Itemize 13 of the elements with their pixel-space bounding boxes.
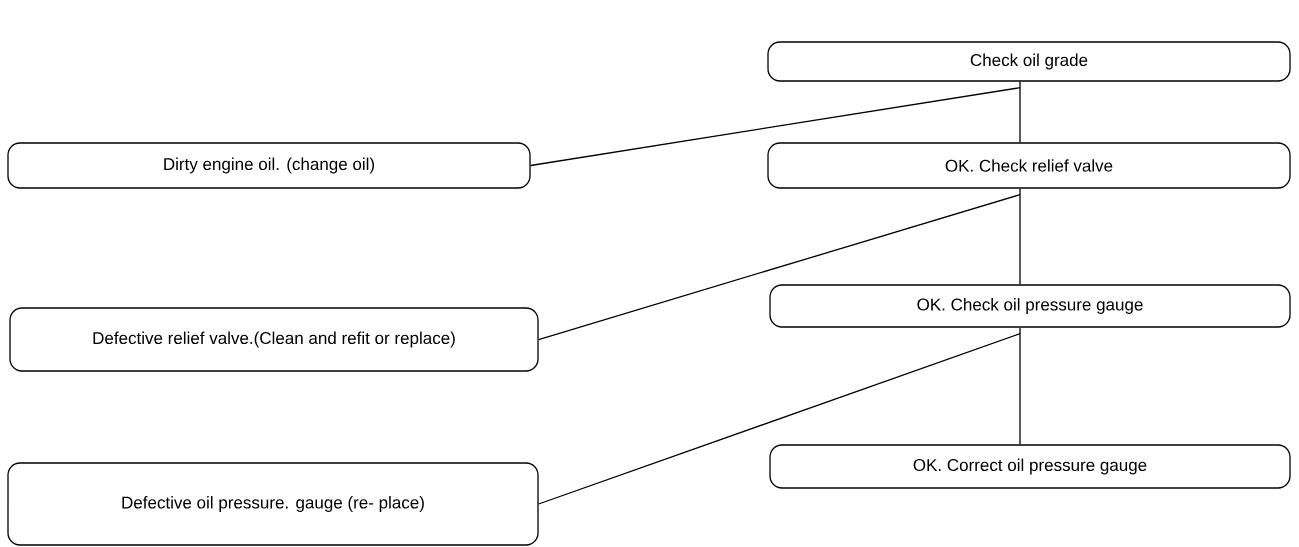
process-box: OK. Correct oil pressure gauge bbox=[769, 444, 1291, 489]
process-box: OK. Check oil pressure gauge bbox=[769, 284, 1291, 328]
process-box: Check oil grade bbox=[767, 41, 1291, 82]
connector-line bbox=[1019, 81, 1021, 143]
fault-box: Defective oil pressure. gauge (re- place) bbox=[7, 462, 539, 546]
fault-box: Defective relief valve.(Clean and refit or replace) bbox=[9, 307, 539, 372]
connector-line bbox=[538, 333, 1021, 505]
process-box: OK. Check relief valve bbox=[767, 142, 1291, 189]
connector-line bbox=[538, 194, 1021, 341]
connector-line bbox=[530, 87, 1021, 167]
fault-box: Dirty engine oil. (change oil) bbox=[7, 142, 531, 189]
connector-line bbox=[1019, 188, 1021, 285]
connector-line bbox=[1019, 327, 1021, 445]
